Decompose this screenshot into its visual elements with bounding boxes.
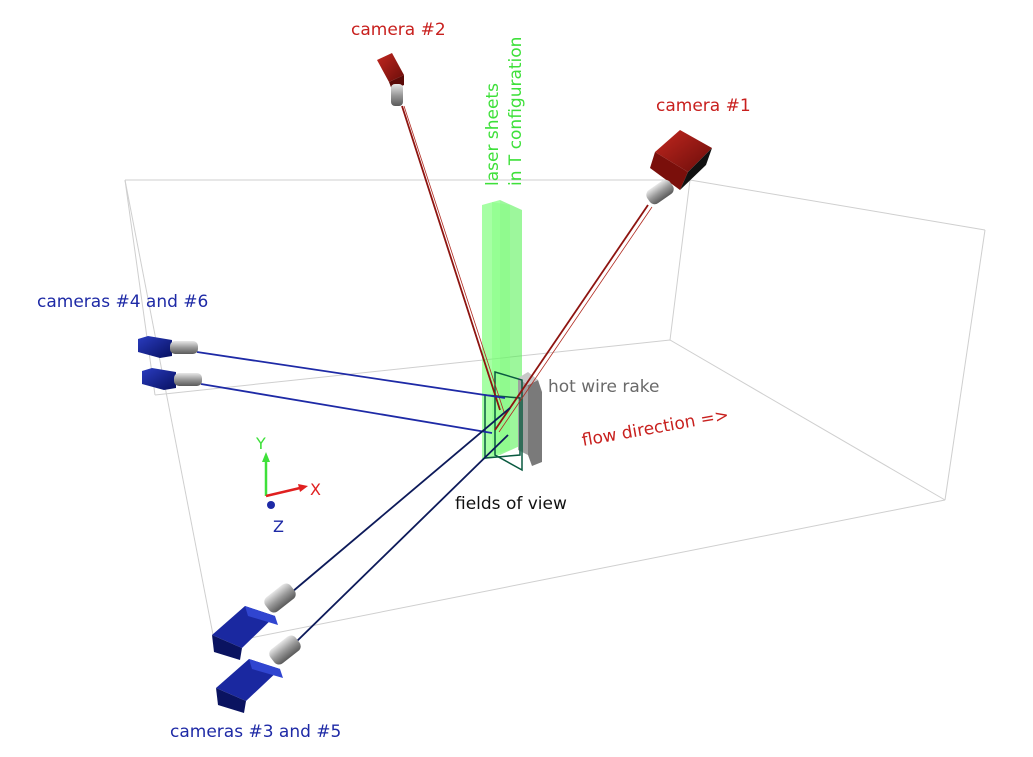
- axis-z-label: Z: [273, 517, 284, 536]
- camera-6: [142, 368, 202, 390]
- label-fields-of-view: fields of view: [455, 494, 567, 514]
- label-flow-direction: flow direction =>: [580, 405, 730, 451]
- label-laser-sheets: laser sheets: [483, 83, 503, 186]
- axis-x-label: X: [310, 480, 321, 499]
- camera-2: [377, 53, 404, 106]
- label-hot-wire-rake: hot wire rake: [548, 377, 659, 397]
- camera-1: [646, 130, 712, 205]
- label-camera-1: camera #1: [656, 96, 751, 116]
- fields-of-view: [484, 370, 523, 472]
- label-laser-config: in T configuration: [506, 37, 526, 186]
- axis-triad: Y X Z: [255, 434, 321, 536]
- axis-y-label: Y: [255, 434, 266, 453]
- camera-3: [212, 583, 296, 660]
- camera-4: [138, 336, 198, 358]
- camera-5: [216, 635, 301, 713]
- sight-lines: [196, 105, 653, 643]
- label-cameras-3-5: cameras #3 and #5: [170, 722, 341, 742]
- label-cameras-4-6: cameras #4 and #6: [37, 292, 208, 312]
- label-camera-2: camera #2: [351, 20, 446, 40]
- test-section-box: [124, 179, 986, 646]
